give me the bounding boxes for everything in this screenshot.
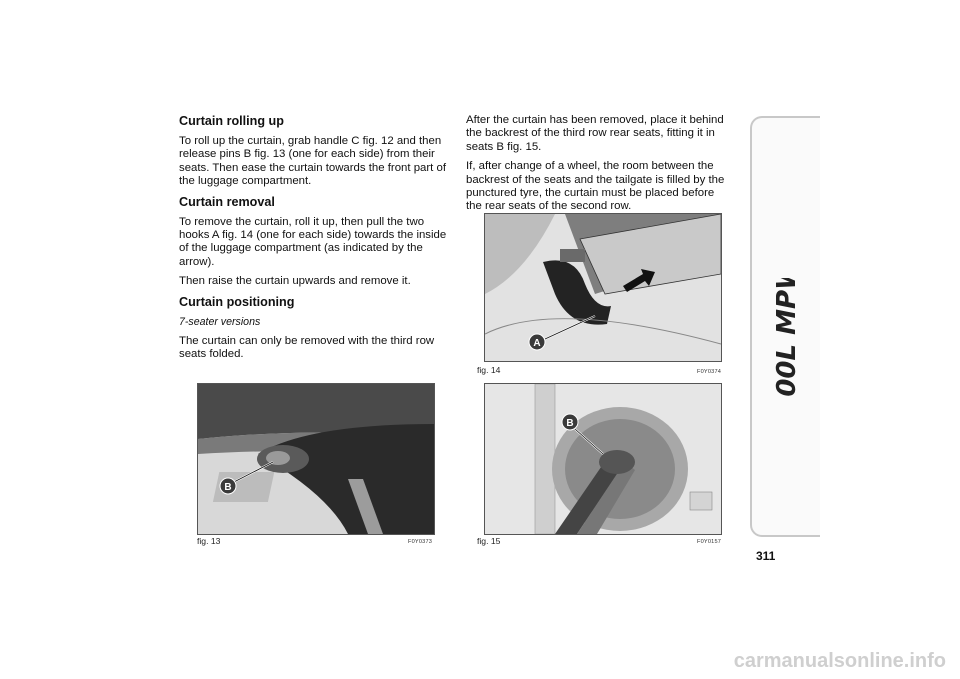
right-column: After the curtain has been removed, plac…	[466, 114, 728, 220]
left-column: Curtain rolling up To roll up the curtai…	[179, 114, 457, 368]
fig14-callout: A	[533, 338, 540, 349]
figure-15-code: F0Y0157	[697, 539, 722, 545]
brand-logo-icon: 500L MPW	[772, 278, 802, 398]
figure-13-code: F0Y0373	[408, 539, 433, 545]
figure-14-label: fig. 14	[477, 365, 501, 375]
figure-14-image: A	[484, 213, 722, 362]
heading-curtain-removal: Curtain removal	[179, 194, 275, 209]
figure-13-label: fig. 13	[197, 536, 221, 546]
page-number: 311	[756, 549, 776, 563]
figure-15-label: fig. 15	[477, 536, 501, 546]
heading-curtain-rolling-up: Curtain rolling up	[179, 114, 284, 128]
paragraph-removal-1: To remove the curtain, roll it up, then …	[179, 215, 447, 268]
paragraph-rolling-up: To roll up the curtain, grab handle C fi…	[179, 135, 446, 188]
fig13-callout: B	[224, 482, 231, 493]
paragraph-wheel-change: If, after change of a wheel, the room be…	[466, 160, 725, 213]
section-side-tab: 500L MPW	[750, 116, 820, 537]
watermark: carmanualsonline.info	[733, 650, 946, 672]
figure-15-image: B	[484, 383, 722, 535]
paragraph-positioning: The curtain can only be removed with the…	[179, 335, 435, 361]
fig15-callout: B	[566, 418, 573, 429]
figure-14-code: F0Y0374	[697, 369, 722, 375]
paragraph-removal-2: Then raise the curtain upwards and remov…	[179, 275, 411, 288]
subheading-7-seater: 7-seater versions	[179, 315, 261, 328]
svg-text:500L MPW: 500L MPW	[772, 278, 802, 398]
paragraph-place-behind: After the curtain has been removed, plac…	[466, 114, 724, 153]
figure-13-image: B	[197, 383, 435, 535]
heading-curtain-positioning: Curtain positioning	[179, 294, 295, 309]
